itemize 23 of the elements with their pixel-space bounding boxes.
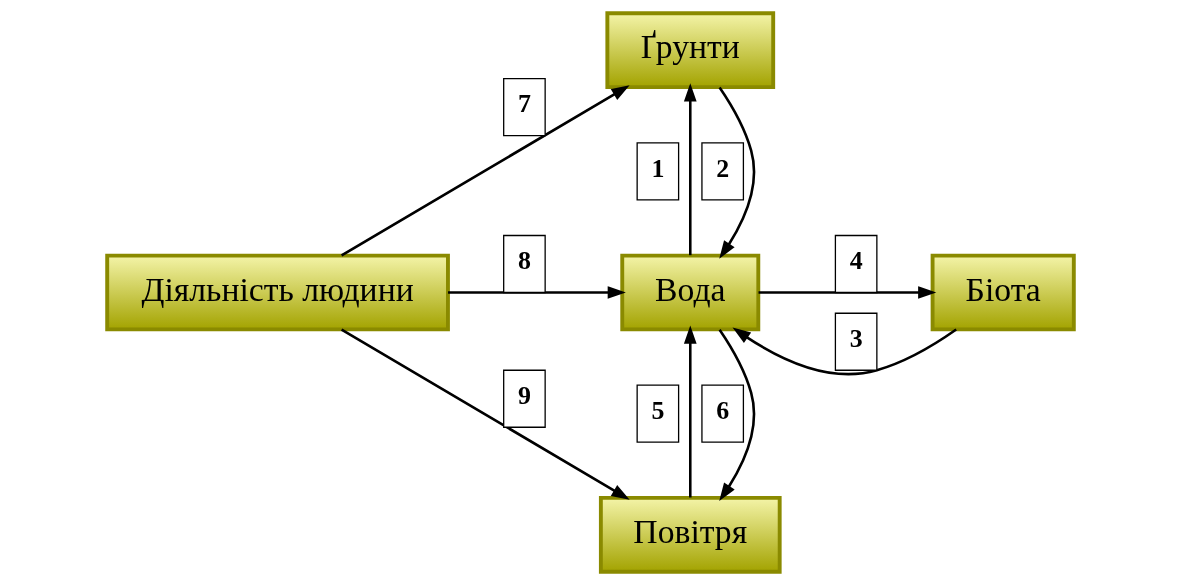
arrow [718, 329, 755, 502]
arrow [683, 83, 697, 256]
edge-label: 2 [715, 153, 729, 183]
arrow [732, 327, 957, 376]
arrow [340, 328, 630, 500]
arrow [718, 86, 755, 259]
arrow [447, 286, 626, 299]
arrow [758, 286, 936, 299]
edge-label: 4 [849, 246, 863, 276]
edge-label: 5 [650, 395, 664, 425]
node-box: Вода [619, 253, 760, 332]
arrow [340, 85, 630, 257]
arrow [683, 325, 697, 498]
edge-label: 9 [517, 380, 531, 410]
edge-label: 7 [517, 89, 531, 119]
edge-label: 6 [715, 395, 729, 425]
edge-label: 8 [517, 246, 531, 276]
edge-label: 1 [650, 153, 664, 183]
node-box: Повітря [598, 495, 782, 574]
node-box: Ґрунти [604, 11, 775, 90]
node-box: Біота [930, 253, 1076, 332]
node-box: Діяльність людини [104, 253, 450, 332]
edge-label: 3 [849, 323, 863, 353]
